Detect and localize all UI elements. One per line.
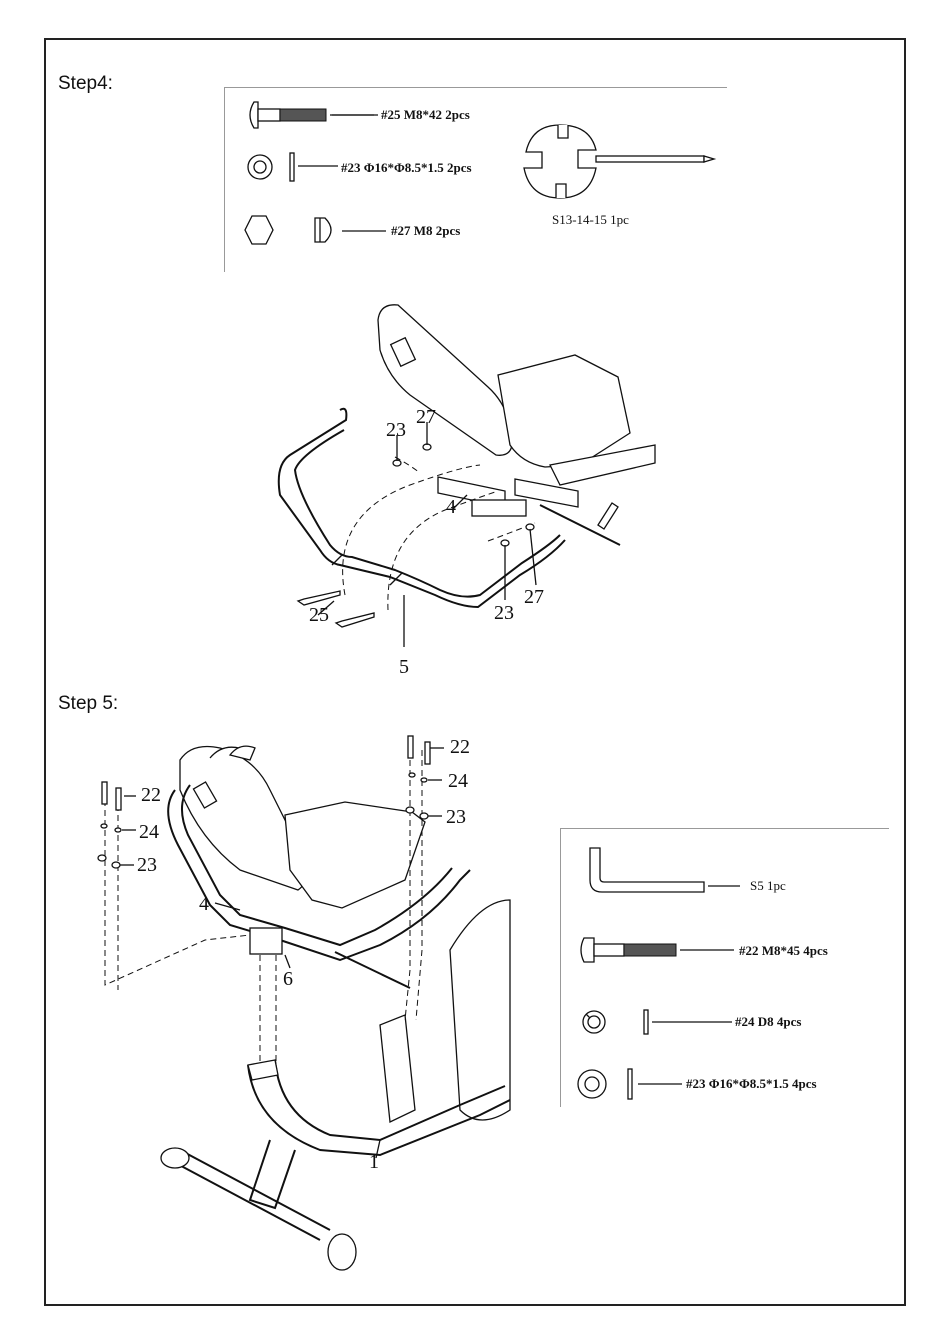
leader-line [298, 165, 340, 169]
carriage-bolt-icon [244, 100, 334, 130]
callout-23: 23 [494, 602, 514, 625]
callout-4: 4 [199, 893, 209, 916]
washer-23-label: #23 Φ16*Φ8.5*1.5 4pcs [686, 1076, 817, 1092]
callout-24: 24 [448, 770, 468, 793]
step4-title: Step4: [58, 73, 113, 95]
callout-23: 23 [446, 806, 466, 829]
callout-25: 25 [309, 604, 329, 627]
wrench-icon [520, 120, 720, 210]
wrench-label: S13-14-15 1pc [552, 212, 629, 228]
leader-line [342, 230, 390, 234]
callout-22: 22 [141, 784, 161, 807]
leader-line [332, 114, 382, 118]
flat-washer-icon [576, 1068, 686, 1100]
allen-key-icon [586, 846, 746, 894]
hex-nut-icon [245, 214, 345, 246]
callout-4: 4 [446, 496, 456, 519]
bolt-25-label: #25 M8*42 2pcs [381, 107, 470, 123]
callout-27: 27 [524, 586, 544, 609]
allen-key-label: S5 1pc [750, 878, 786, 894]
callout-1: 1 [369, 1151, 379, 1174]
bolt-22-label: #22 M8*45 4pcs [739, 943, 828, 959]
callout-23: 23 [386, 419, 406, 442]
callout-5: 5 [399, 656, 409, 679]
spring-washer-icon [580, 1008, 740, 1036]
callout-6: 6 [283, 968, 293, 991]
callout-23: 23 [137, 854, 157, 877]
callout-27: 27 [416, 406, 436, 429]
hex-bolt-icon [576, 936, 736, 964]
spring-washer-24-label: #24 D8 4pcs [735, 1014, 801, 1030]
nut-27-label: #27 M8 2pcs [391, 223, 460, 239]
callout-24: 24 [139, 821, 159, 844]
callout-22: 22 [450, 736, 470, 759]
washer-23-label: #23 Φ16*Φ8.5*1.5 2pcs [341, 160, 472, 176]
flat-washer-icon [246, 152, 306, 182]
step5-title: Step 5: [58, 693, 118, 715]
